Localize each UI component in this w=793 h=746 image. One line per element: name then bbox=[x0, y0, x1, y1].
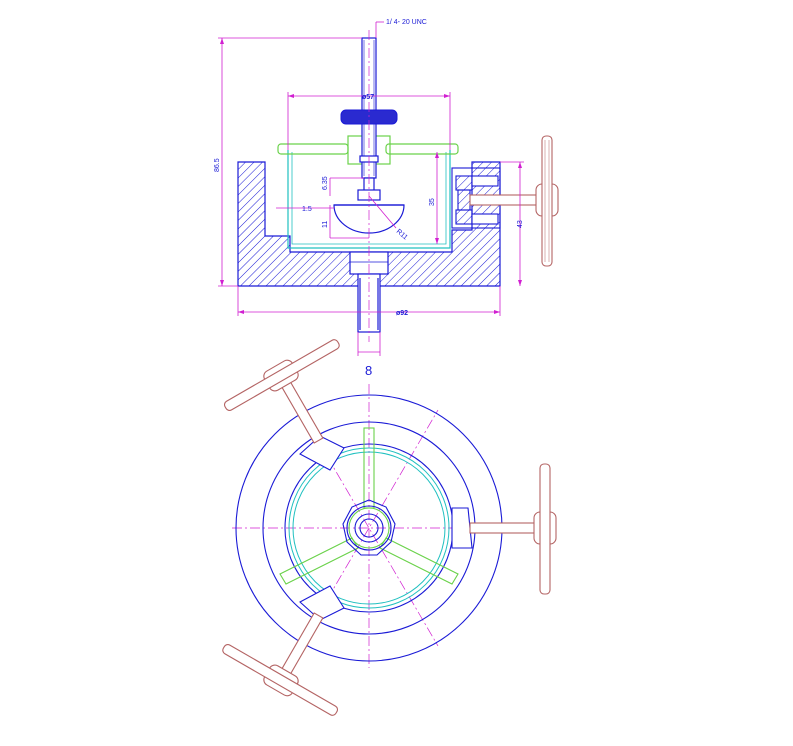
plan-handle-right bbox=[469, 463, 557, 595]
plan-spider-arms bbox=[279, 427, 459, 585]
radius-label: R11 bbox=[395, 228, 409, 241]
section-view: 1/ 4- 20 UNC ø57 86.5 6.35 1.5 11 35 R11… bbox=[214, 19, 559, 378]
ball-height-label: 11 bbox=[322, 221, 329, 228]
cup-rings bbox=[288, 447, 450, 609]
plan-handle-upper-left bbox=[223, 339, 340, 444]
side-clamp bbox=[451, 167, 501, 229]
plan-handle-lower-left bbox=[222, 612, 339, 716]
dimension-lines bbox=[218, 21, 524, 356]
clamp-lugs bbox=[299, 435, 473, 621]
outer-diameter-label: ø92 bbox=[396, 310, 408, 317]
base-body bbox=[237, 161, 501, 287]
cup-depth-label: 35 bbox=[429, 198, 436, 206]
stem-dia-label: 6.35 bbox=[322, 176, 329, 190]
side-handle bbox=[469, 135, 559, 267]
view-label: 8 bbox=[365, 363, 372, 378]
side-height-label: 43 bbox=[517, 220, 524, 228]
overall-height-label: 86.5 bbox=[214, 158, 221, 172]
inner-diameter-label: ø57 bbox=[362, 94, 374, 101]
offset-label: 1.5 bbox=[302, 206, 312, 213]
thread-callout: 1/ 4- 20 UNC bbox=[386, 19, 427, 26]
plan-view bbox=[222, 339, 557, 716]
central-hub bbox=[342, 499, 396, 556]
dimension-arrows bbox=[220, 38, 522, 314]
